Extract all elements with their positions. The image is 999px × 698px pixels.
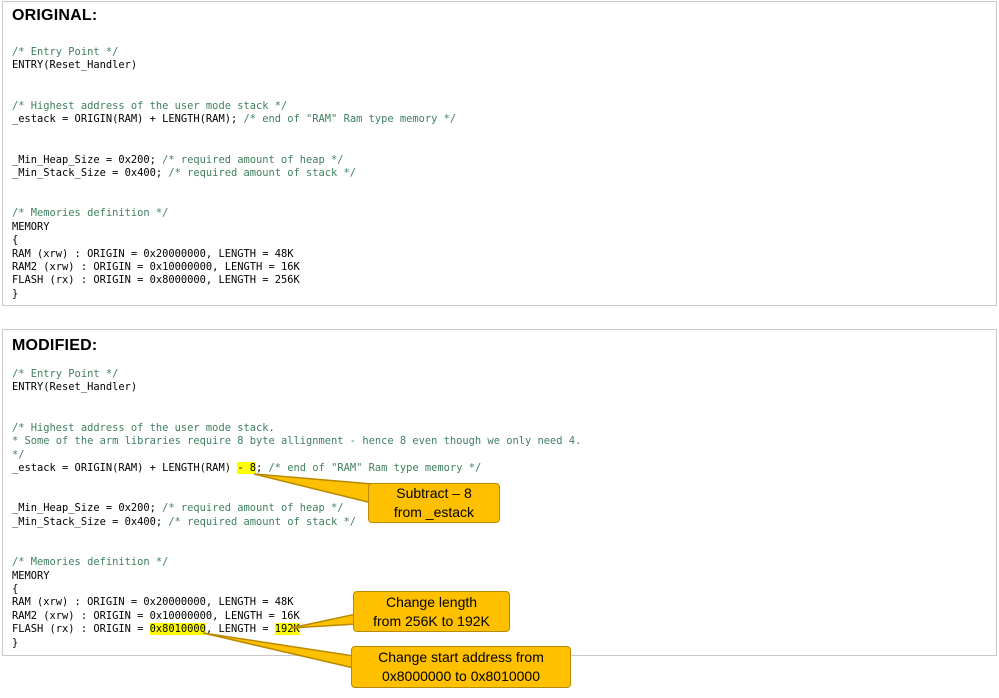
modified-heading: MODIFIED:: [12, 337, 98, 354]
code-comment: */: [12, 448, 25, 461]
code-text: ENTRY(Reset_Handler): [12, 59, 138, 72]
code-text: RAM2 (xrw) : ORIGIN = 0x10000000, LENGTH…: [12, 261, 300, 273]
code-text: _Min_Stack_Size = 0x400;: [12, 515, 163, 528]
code-text: {: [12, 583, 19, 595]
callout-estack-line2: from _estack: [393, 504, 475, 520]
code-line: {: [12, 583, 581, 596]
code-text: _estack = ORIGIN(RAM) + LENGTH(RAM);: [12, 113, 238, 126]
code-line: RAM (xrw) : ORIGIN = 0x20000000, LENGTH …: [12, 596, 581, 609]
code-line: }: [12, 288, 456, 301]
code-line: /* Entry Point */: [12, 368, 581, 381]
code-line: [12, 140, 456, 153]
code-line: [12, 529, 581, 542]
code-text: RAM (xrw) : ORIGIN = 0x20000000, LENGTH …: [12, 596, 294, 609]
highlighted-change: 192K: [274, 623, 300, 636]
code-text: _Min_Heap_Size = 0x200;: [12, 502, 156, 515]
code-line: RAM2 (xrw) : ORIGIN = 0x10000000, LENGTH…: [12, 261, 456, 274]
code-comment: * Some of the arm libraries require 8 by…: [12, 435, 582, 448]
code-line: [12, 194, 456, 207]
code-text: RAM2 (xrw) : ORIGIN = 0x10000000, LENGTH…: [12, 609, 300, 622]
code-text: _estack = ORIGIN(RAM) + LENGTH(RAM): [12, 462, 238, 475]
code-line: ENTRY(Reset_Handler): [12, 381, 581, 394]
code-line: [12, 127, 456, 140]
code-line: RAM2 (xrw) : ORIGIN = 0x10000000, LENGTH…: [12, 610, 581, 623]
code-line: [12, 408, 581, 421]
code-text: {: [12, 234, 19, 247]
code-line: _Min_Stack_Size = 0x400; /* required amo…: [12, 516, 581, 529]
code-text: RAM (xrw) : ORIGIN = 0x20000000, LENGTH …: [12, 247, 294, 260]
code-line: /* Entry Point */: [12, 46, 456, 59]
original-panel: ORIGINAL: /* Entry Point */ENTRY(Reset_H…: [2, 1, 997, 306]
code-line: [12, 395, 581, 408]
code-line: */: [12, 449, 581, 462]
code-line: RAM (xrw) : ORIGIN = 0x20000000, LENGTH …: [12, 248, 456, 261]
highlighted-change: 0x8010000: [149, 623, 206, 636]
code-line: FLASH (rx) : ORIGIN = 0x8000000, LENGTH …: [12, 274, 456, 287]
code-comment: /* end of "RAM" Ram type memory */: [262, 462, 482, 475]
code-line: _Min_Heap_Size = 0x200; /* required amou…: [12, 502, 581, 515]
code-line: * Some of the arm libraries require 8 by…: [12, 435, 581, 448]
callout-length-line1: Change length: [385, 593, 478, 610]
code-line: [12, 180, 456, 193]
original-code-block: /* Entry Point */ENTRY(Reset_Handler) /* …: [12, 46, 456, 301]
code-text: FLASH (rx) : ORIGIN = 0x8000000, LENGTH …: [12, 274, 300, 287]
code-text: ENTRY(Reset_Handler): [12, 381, 138, 394]
code-comment: /* Memories definition */: [12, 207, 169, 220]
code-text: , LENGTH =: [205, 623, 275, 636]
callout-length-line2: from 256K to 192K: [373, 612, 490, 629]
callout-estack-line1: Subtract – 8: [396, 485, 472, 501]
code-line: /* Highest address of the user mode stac…: [12, 100, 456, 113]
code-line: }: [12, 637, 581, 650]
code-text: MEMORY: [12, 220, 50, 233]
code-line: [12, 543, 581, 556]
code-line: MEMORY: [12, 221, 456, 234]
code-text: _Min_Heap_Size = 0x200;: [12, 153, 156, 166]
code-line: _estack = ORIGIN(RAM) + LENGTH(RAM); /* …: [12, 113, 456, 126]
code-line: /* Memories definition */: [12, 556, 581, 569]
code-line: _Min_Heap_Size = 0x200; /* required amou…: [12, 154, 456, 167]
callout-length: Change length from 256K to 192K: [353, 591, 510, 632]
code-comment: /* Highest address of the user mode stac…: [12, 99, 288, 112]
code-line: _estack = ORIGIN(RAM) + LENGTH(RAM) - 8;…: [12, 462, 581, 475]
code-comment: /* required amount of heap */: [155, 502, 344, 515]
highlighted-change: - 8: [237, 462, 256, 475]
code-text: FLASH (rx) : ORIGIN =: [12, 623, 150, 636]
code-comment: /* Memories definition */: [12, 556, 169, 569]
code-line: {: [12, 234, 456, 247]
code-comment: /* Entry Point */: [12, 368, 119, 380]
code-text: ;: [256, 462, 263, 475]
callout-estack: Subtract – 8 from _estack: [368, 483, 500, 523]
code-line: [12, 73, 456, 86]
code-line: [12, 86, 456, 99]
code-comment: /* required amount of heap */: [155, 153, 344, 166]
code-comment: /* end of "RAM" Ram type memory */: [237, 113, 457, 126]
code-line: _Min_Stack_Size = 0x400; /* required amo…: [12, 167, 456, 180]
code-line: MEMORY: [12, 570, 581, 583]
code-comment: /* required amount of stack */: [162, 166, 357, 179]
code-text: MEMORY: [12, 569, 50, 582]
original-heading: ORIGINAL:: [12, 7, 98, 24]
code-line: /* Memories definition */: [12, 207, 456, 220]
code-comment: /* required amount of stack */: [162, 515, 357, 528]
code-line: /* Highest address of the user mode stac…: [12, 422, 581, 435]
callout-origin-line2: 0x8000000 to 0x8010000: [381, 668, 541, 684]
code-line: ENTRY(Reset_Handler): [12, 59, 456, 72]
callout-origin-line1: Change start address from: [378, 649, 544, 665]
code-text: }: [12, 287, 19, 300]
callout-origin: Change start address from 0x8000000 to 0…: [351, 646, 571, 688]
code-comment: /* Highest address of the user mode stac…: [12, 421, 275, 434]
code-text: }: [12, 636, 19, 649]
modified-code-block: /* Entry Point */ENTRY(Reset_Handler) /* …: [12, 368, 581, 650]
code-text: _Min_Stack_Size = 0x400;: [12, 166, 163, 179]
code-comment: /* Entry Point */: [12, 46, 119, 58]
